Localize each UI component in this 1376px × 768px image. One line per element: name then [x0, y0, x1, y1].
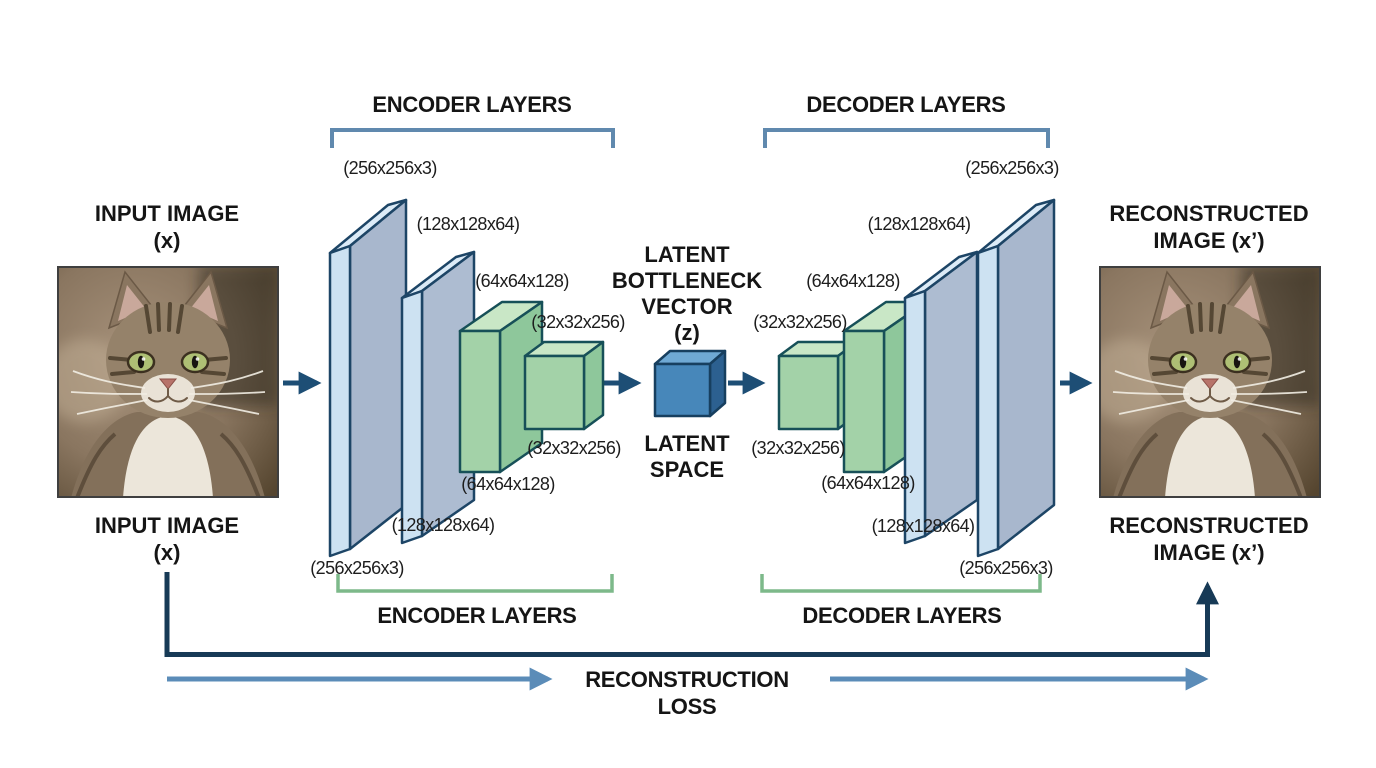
decoder-dim-64-top: (64x64x128) — [806, 271, 900, 291]
decoder-dim-128-bottom: (128x128x64) — [871, 516, 975, 536]
reconstructed-image-photo — [1099, 266, 1321, 498]
decoder-dim-32-top: (32x32x256) — [753, 312, 847, 332]
latent-label-line2: BOTTLENECK — [611, 268, 763, 293]
input-image-label-line1: INPUT IMAGE — [94, 201, 240, 226]
encoder-dim-256-top: (256x256x3) — [343, 158, 437, 178]
reconstructed-image-label-bottom: RECONSTRUCTED IMAGE (x’) — [1074, 512, 1344, 566]
latent-space-label: LATENT SPACE — [587, 431, 787, 483]
decoder-title-top: DECODER LAYERS — [806, 92, 1006, 117]
encoder-layer-256 — [328, 198, 408, 558]
input-image-label-line1: INPUT IMAGE — [94, 513, 240, 538]
encoder-top-bracket — [330, 128, 615, 148]
encoder-dim-64-top: (64x64x128) — [475, 271, 569, 291]
reconstruction-loss-label: RECONSTRUCTION LOSS — [585, 667, 789, 719]
latent-space-line1: LATENT — [644, 431, 730, 456]
decoder-bottom-bracket — [760, 574, 1042, 593]
encoder-dim-256-bottom: (256x256x3) — [310, 558, 404, 578]
reconstructed-image-label-line2: IMAGE (x’) — [1153, 540, 1265, 565]
latent-space-line2: SPACE — [649, 457, 725, 482]
input-image-label-line2: (x) — [153, 228, 181, 253]
decoder-dim-256-top: (256x256x3) — [965, 158, 1059, 178]
reconstructed-image-label-line1: RECONSTRUCTED — [1109, 513, 1309, 538]
input-image-label-top: INPUT IMAGE (x) — [32, 200, 302, 254]
decoder-dim-256-bottom: (256x256x3) — [959, 558, 1053, 578]
decoder-layer-256 — [976, 198, 1056, 558]
reconstructed-image-label-line1: RECONSTRUCTED — [1109, 201, 1309, 226]
decoder-title-bottom: DECODER LAYERS — [802, 603, 1002, 628]
input-image-photo — [57, 266, 279, 498]
latent-label-line4: (z) — [674, 320, 700, 345]
encoder-bottom-bracket — [336, 574, 614, 593]
latent-cube — [653, 349, 727, 418]
encoder-dim-32-bottom: (32x32x256) — [527, 438, 621, 458]
latent-label-line3: VECTOR — [641, 294, 733, 319]
reconstructed-image-label-top: RECONSTRUCTED IMAGE (x’) — [1074, 200, 1344, 254]
latent-label-line1: LATENT — [644, 242, 730, 267]
input-image-label-bottom: INPUT IMAGE (x) — [32, 512, 302, 566]
encoder-dim-128-top: (128x128x64) — [416, 214, 520, 234]
reconstruction-loss-line — [164, 572, 1219, 657]
encoder-title-bottom: ENCODER LAYERS — [377, 603, 577, 628]
encoder-dim-32-top: (32x32x256) — [531, 312, 625, 332]
decoder-dim-32-bottom: (32x32x256) — [751, 438, 845, 458]
encoder-dim-128-bottom: (128x128x64) — [391, 515, 495, 535]
decoder-top-bracket — [763, 128, 1050, 148]
encoder-title-top: ENCODER LAYERS — [372, 92, 572, 117]
decoder-dim-64-bottom: (64x64x128) — [821, 473, 915, 493]
encoder-layer-32 — [523, 340, 605, 431]
encoder-dim-64-bottom: (64x64x128) — [461, 474, 555, 494]
decoder-layer-128 — [903, 250, 979, 545]
input-image-label-line2: (x) — [153, 540, 181, 565]
encoder-layer-64 — [458, 300, 544, 474]
decoder-dim-128-top: (128x128x64) — [867, 214, 971, 234]
latent-bottleneck-label: LATENT BOTTLENECK VECTOR (z) — [587, 242, 787, 346]
reconstructed-image-label-line2: IMAGE (x’) — [1153, 228, 1265, 253]
